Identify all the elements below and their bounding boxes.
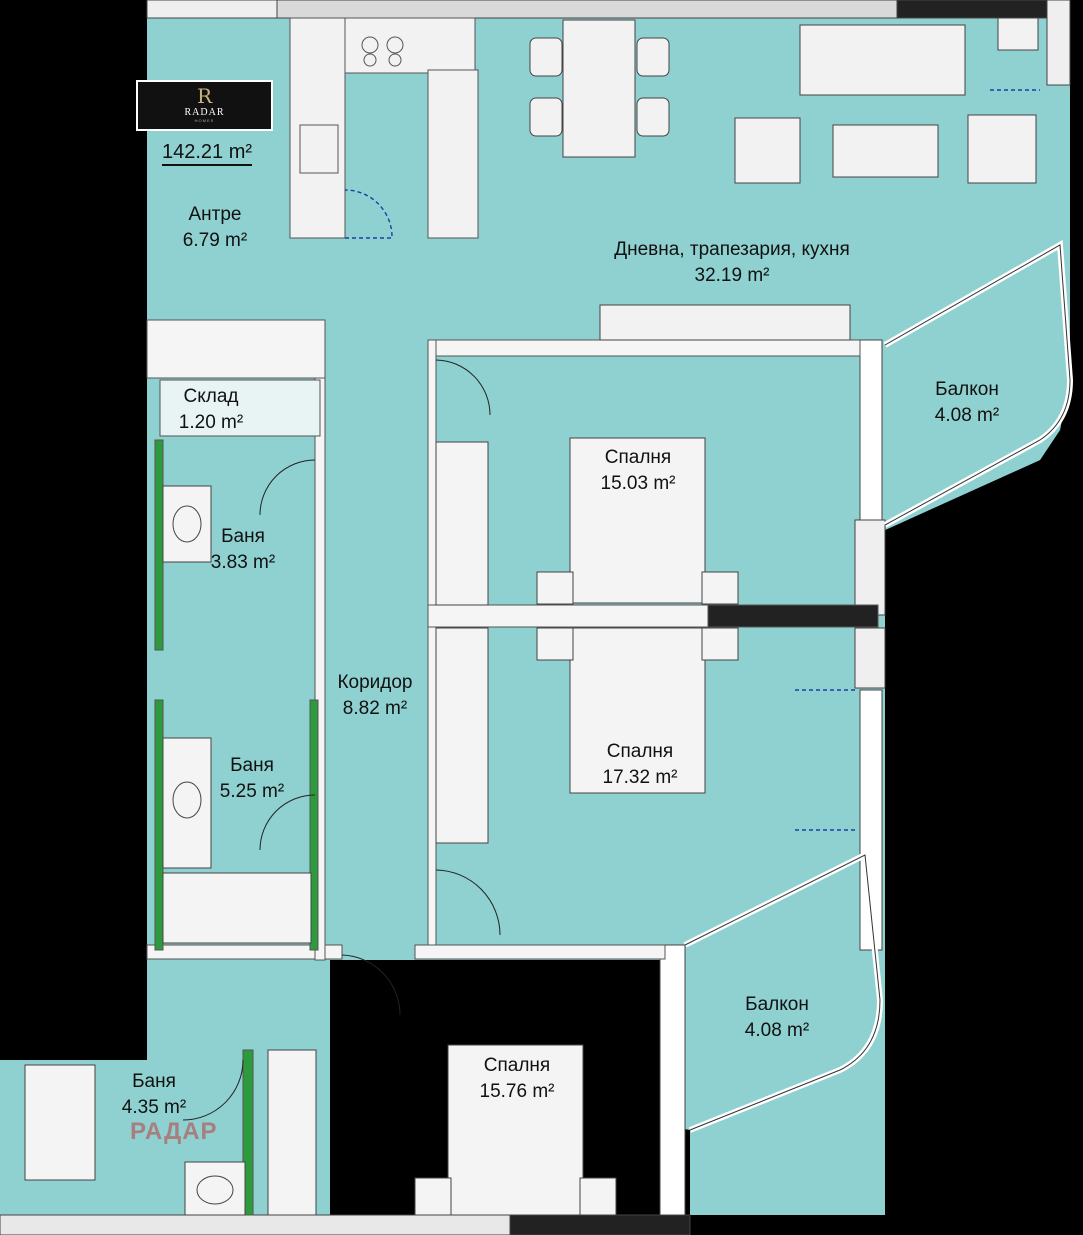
room-name-living: Дневна, трапезария, кухня bbox=[614, 239, 850, 260]
room-area-bedroom2: 17.32 m² bbox=[603, 767, 678, 788]
watermark: РАДАР bbox=[130, 1118, 218, 1145]
door-swings bbox=[344, 89, 1040, 831]
room-name-entry: Антре bbox=[188, 204, 241, 225]
logo-sub: HOMES bbox=[194, 118, 215, 123]
total-area: 142.21 m² bbox=[162, 140, 253, 166]
room-name-bedroom1: Спалня bbox=[605, 447, 671, 468]
room-area-living: 32.19 m² bbox=[695, 265, 770, 286]
room-area-bath1: 3.83 m² bbox=[211, 552, 275, 573]
room-area-storage: 1.20 m² bbox=[179, 412, 243, 433]
bed-furniture bbox=[267, 437, 739, 1216]
room-area-bedroom1: 15.03 m² bbox=[601, 473, 676, 494]
room-area-bedroom3: 15.76 m² bbox=[480, 1081, 555, 1102]
room-area-bath3: 4.35 m² bbox=[122, 1097, 186, 1118]
bath-fixtures bbox=[24, 485, 312, 1216]
room-area-balcony1: 4.08 m² bbox=[935, 405, 999, 426]
room-name-corridor: Коридор bbox=[337, 672, 412, 693]
logo-name: RADAR bbox=[184, 107, 225, 118]
room-area-balcony2: 4.08 m² bbox=[745, 1020, 809, 1041]
room-name-bedroom2: Спалня bbox=[607, 741, 673, 762]
room-name-bedroom3: Спалня bbox=[484, 1055, 550, 1076]
logo-glyph: R bbox=[196, 84, 213, 108]
kitchen bbox=[289, 17, 479, 239]
brand-logo: R RADAR HOMES bbox=[136, 80, 273, 131]
interior-walls bbox=[146, 319, 879, 1216]
room-name-bath3: Баня bbox=[132, 1071, 176, 1092]
room-area-entry: 6.79 m² bbox=[183, 230, 247, 251]
room-name-bath2: Баня bbox=[230, 755, 274, 776]
room-name-balcony1: Балкон bbox=[935, 379, 999, 400]
room-area-bath2: 5.25 m² bbox=[220, 781, 284, 802]
room-name-bath1: Баня bbox=[221, 526, 265, 547]
living-furniture bbox=[529, 17, 1039, 341]
room-labels: Антре 6.79 m² Дневна, трапезария, кухня … bbox=[122, 204, 999, 1118]
room-name-storage: Склад bbox=[184, 386, 239, 407]
room-name-balcony2: Балкон bbox=[745, 994, 809, 1015]
room-area-corridor: 8.82 m² bbox=[343, 698, 407, 719]
